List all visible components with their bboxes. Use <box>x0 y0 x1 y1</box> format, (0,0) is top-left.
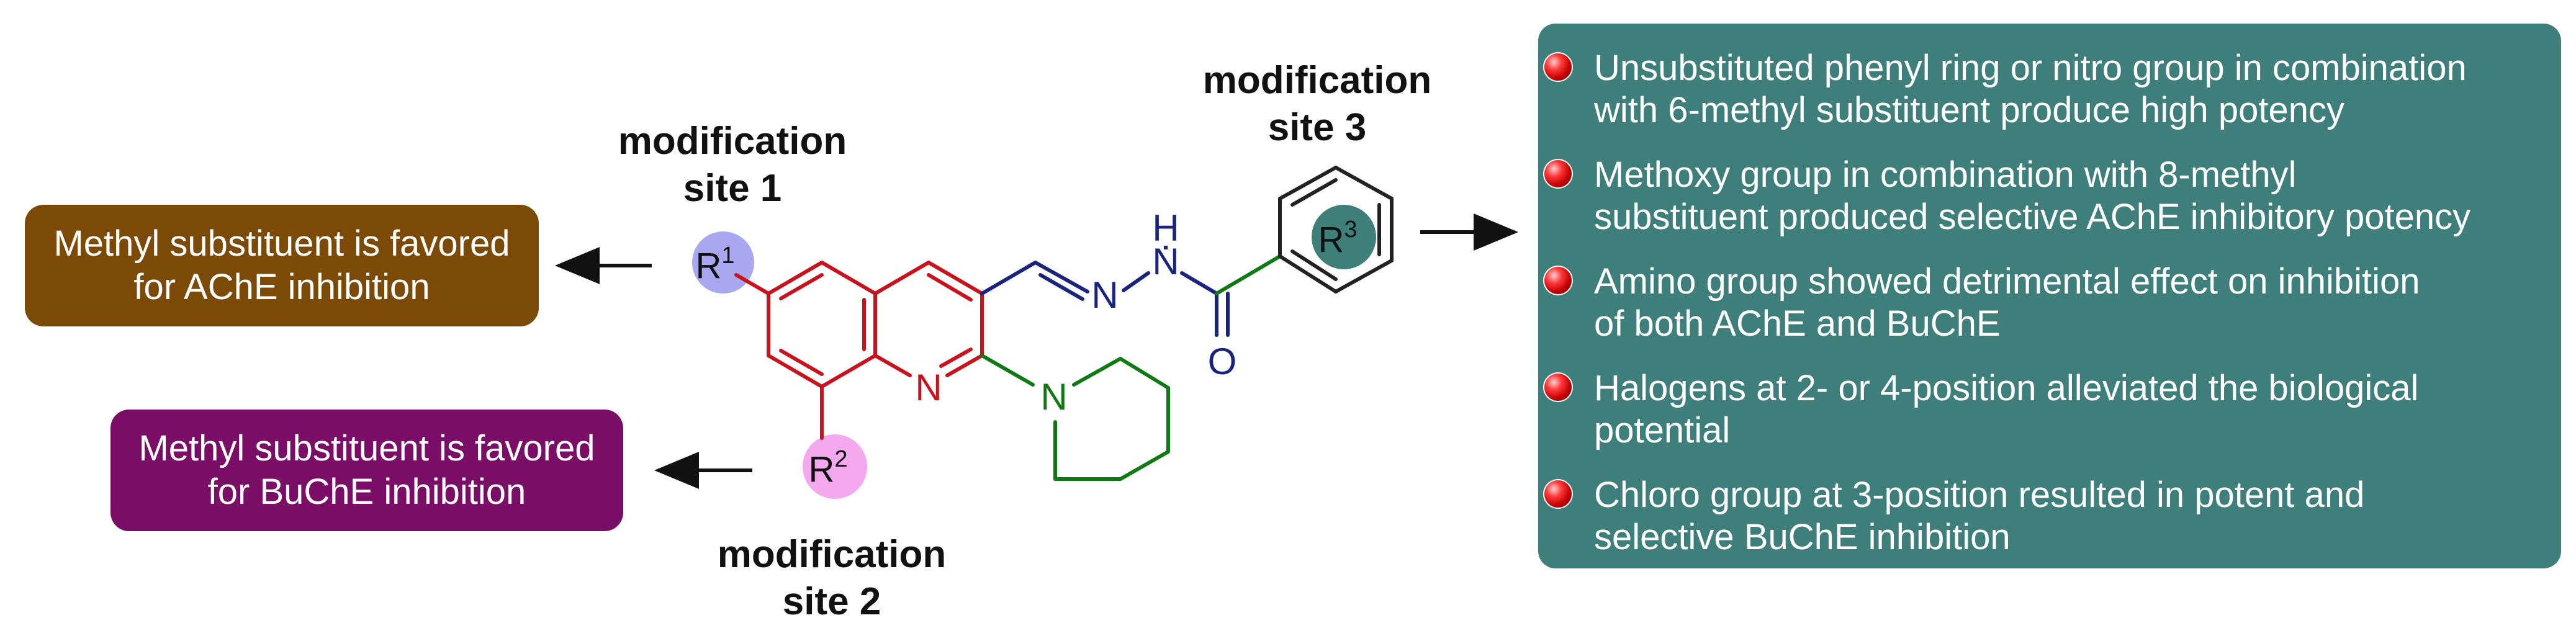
buche-note-line1: Methyl substituent is favored <box>138 428 595 468</box>
amide-hydrogen-atom: H <box>1152 207 1179 249</box>
finding-item: Amino group showed detrimental effect on… <box>1538 261 2556 347</box>
finding-5-line2: selective BuChE inhibition <box>1594 517 2011 557</box>
bullet-icon <box>1544 267 1572 294</box>
r3-label: R3 <box>1318 217 1357 260</box>
ache-note-line2: for AChE inhibition <box>133 267 430 307</box>
piperidine-ring <box>980 354 1170 481</box>
bullet-icon <box>1544 160 1572 187</box>
finding-4-line2: potential <box>1594 410 1731 450</box>
site2-line1: modification <box>717 533 947 576</box>
finding-item: Chloro group at 3-position resulted in p… <box>1538 474 2556 561</box>
site3-line2: site 3 <box>1268 106 1367 149</box>
ache-note-line1: Methyl substituent is favored <box>53 223 510 264</box>
quinoline-core <box>734 261 984 440</box>
finding-2-line2: substituent produced selective AChE inhi… <box>1594 197 2471 237</box>
site1-line2: site 1 <box>683 167 782 210</box>
r2-label: R2 <box>808 446 847 490</box>
bullet-icon <box>1544 53 1572 81</box>
finding-2-line1: Methoxy group in combination with 8-meth… <box>1594 155 2297 195</box>
site1-label: modification site 1 <box>571 118 894 212</box>
buche-note-box: Methyl substituent is favored for BuChE … <box>110 410 623 531</box>
site2-line2: site 2 <box>782 580 881 623</box>
finding-3-line2: of both AChE and BuChE <box>1594 303 2001 344</box>
site3-line1: modification <box>1202 59 1432 102</box>
hydrazone-linker <box>980 261 1230 337</box>
findings-panel: Unsubstituted phenyl ring or nitro group… <box>1538 24 2561 568</box>
site3-label: modification site 3 <box>1156 57 1479 151</box>
finding-5-line1: Chloro group at 3-position resulted in p… <box>1594 475 2365 515</box>
piperidine-nitrogen-atom: N <box>1040 376 1067 418</box>
bullet-icon <box>1544 374 1572 401</box>
r3-circle <box>1312 205 1376 269</box>
finding-item: Methoxy group in combination with 8-meth… <box>1538 154 2556 241</box>
site2-label: modification site 2 <box>670 531 993 625</box>
r2-circle <box>803 434 867 499</box>
imine-nitrogen-atom: N <box>1091 274 1118 316</box>
site1-line1: modification <box>618 120 847 163</box>
finding-item: Halogens at 2- or 4-position alleviated … <box>1538 367 2556 454</box>
ring-nitrogen-atom: N <box>915 367 942 408</box>
benzene-ring <box>1215 166 1394 295</box>
buche-note-line2: for BuChE inhibition <box>207 472 526 512</box>
finding-1-line2: with 6-methyl substituent produce high p… <box>1594 90 2345 130</box>
finding-4-line1: Halogens at 2- or 4-position alleviated … <box>1594 368 2419 408</box>
ache-note-box: Methyl substituent is favored for AChE i… <box>25 205 539 326</box>
bullet-icon <box>1544 480 1572 508</box>
finding-1-line1: Unsubstituted phenyl ring or nitro group… <box>1594 48 2467 88</box>
r1-label: R1 <box>695 243 734 286</box>
carbonyl-oxygen-atom: O <box>1208 341 1237 382</box>
finding-3-line1: Amino group showed detrimental effect on… <box>1594 261 2420 302</box>
finding-item: Unsubstituted phenyl ring or nitro group… <box>1538 47 2556 134</box>
